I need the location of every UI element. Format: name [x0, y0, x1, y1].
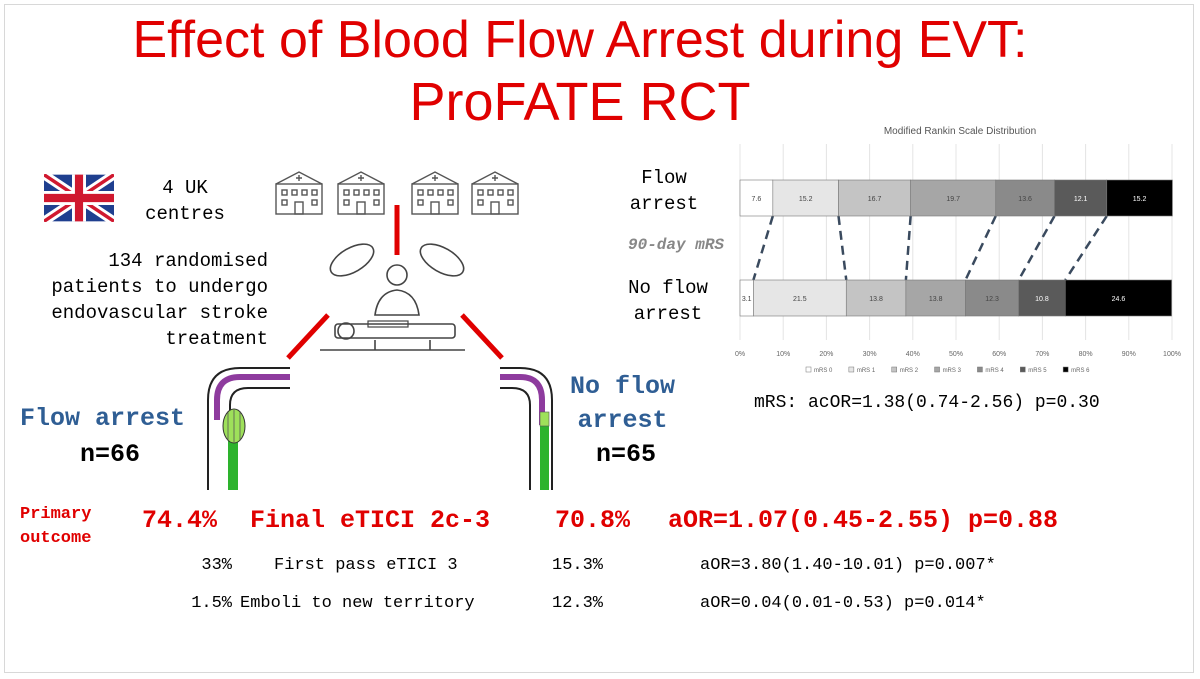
flow-arrest-n: n=66: [80, 440, 141, 469]
secondary-1-name: First pass eTICI 3: [274, 556, 458, 575]
bar-data-label: 3.1: [742, 296, 752, 303]
legend-label: mRS 5: [1028, 368, 1047, 374]
no-flow-arrest-n: n=65: [596, 440, 657, 469]
bar-data-label: 21.5: [793, 296, 807, 303]
bar-data-label: 24.6: [1112, 296, 1126, 303]
bar-data-label: 10.8: [1035, 296, 1049, 303]
secondary-1-right: 15.3%: [552, 556, 604, 575]
secondary-2-right: 12.3%: [552, 594, 604, 613]
secondary-1-left: 33%: [201, 556, 232, 575]
chart-row-label-flow-arrest: Flow arrest: [629, 167, 699, 215]
bar-segment: [1106, 179, 1173, 217]
connector-line: [1064, 215, 1108, 281]
legend-swatch: [848, 366, 855, 373]
legend-swatch: [805, 366, 812, 373]
legend-label: mRS 1: [857, 368, 876, 374]
centres-text: 4 UK centres: [145, 177, 225, 225]
randomised-text: 134 randomised patients to undergo endov…: [51, 250, 268, 350]
secondary-2-stat: aOR=0.04(0.01-0.53) p=0.014*: [700, 594, 986, 613]
bar-data-label: 12.1: [1074, 196, 1088, 203]
bar-data-label: 13.6: [1018, 196, 1032, 203]
x-tick-label: 60%: [992, 351, 1006, 358]
slide-title-line2: ProFATE RCT: [409, 72, 751, 132]
bar-segment: [753, 279, 847, 317]
chart-title: Modified Rankin Scale Distribution: [884, 126, 1036, 137]
primary-outcome-label: Primary outcome: [20, 505, 92, 548]
no-flow-arrest-label: No flow arrest: [570, 372, 676, 435]
flow-arrest-label: Flow arrest: [20, 404, 186, 433]
connector-line: [752, 215, 775, 281]
bar-segment: [1064, 279, 1172, 317]
chart-row-label-no-flow-arrest: No flow arrest: [628, 277, 708, 325]
legend-label: mRS 0: [814, 368, 833, 374]
bar-data-label: 15.2: [1133, 196, 1147, 203]
bar-segment: [905, 279, 966, 317]
legend-swatch: [1062, 366, 1069, 373]
bar-segment: [838, 179, 911, 217]
x-tick-label: 90%: [1122, 351, 1136, 358]
bar-data-label: 7.6: [752, 196, 762, 203]
slide-frame: [4, 4, 1194, 673]
bar-segment: [1054, 179, 1108, 217]
bar-segment: [845, 279, 907, 317]
uk-flag-icon: [44, 174, 114, 222]
connector-line: [904, 215, 912, 281]
x-tick-label: 80%: [1079, 351, 1093, 358]
bar-segment: [995, 179, 1055, 217]
bar-data-label: 13.8: [869, 296, 883, 303]
bar-segment: [910, 179, 997, 217]
secondary-2-left: 1.5%: [191, 594, 232, 613]
bar-segment: [739, 179, 774, 217]
bar-data-label: 19.7: [946, 196, 960, 203]
primary-right-value: 70.8%: [555, 506, 631, 535]
secondary-2-name: Emboli to new territory: [240, 594, 475, 613]
connector-line: [837, 215, 848, 281]
primary-stat: aOR=1.07(0.45-2.55) p=0.88: [668, 506, 1059, 535]
x-tick-label: 70%: [1035, 351, 1049, 358]
mrs-chart-svg: Modified Rankin Scale Distribution 7.6 15…: [735, 126, 1181, 374]
x-tick-label: 30%: [863, 351, 877, 358]
legend-label: mRS 2: [900, 368, 919, 374]
legend-swatch: [1020, 366, 1026, 373]
slide-title-line1: Effect of Blood Flow Arrest during EVT:: [132, 11, 1028, 69]
connector-line: [964, 215, 997, 281]
connector-line: [1017, 215, 1056, 281]
legend-label: mRS 6: [1071, 368, 1090, 374]
mrs-result-text: mRS: acOR=1.38(0.74-2.56) p=0.30: [754, 393, 1100, 413]
secondary-1-stat: aOR=3.80(1.40-10.01) p=0.007*: [700, 556, 996, 575]
legend-label: mRS 3: [943, 368, 962, 374]
legend-label: mRS 4: [985, 368, 1004, 374]
bar-data-label: 13.8: [929, 296, 943, 303]
x-tick-label: 0%: [735, 351, 745, 358]
bar-data-label: 16.7: [868, 196, 882, 203]
x-tick-label: 50%: [949, 351, 963, 358]
hospital-icons: [275, 171, 519, 215]
chart-middle-label: 90-day mRS: [628, 236, 725, 254]
x-tick-label: 10%: [776, 351, 790, 358]
bar-segment: [1018, 279, 1066, 317]
primary-left-value: 74.4%: [142, 506, 218, 535]
primary-outcome-name: Final eTICI 2c-3: [250, 506, 491, 535]
mrs-chart: Modified Rankin Scale Distribution 7.6 15…: [720, 118, 1190, 388]
legend-swatch: [891, 366, 897, 373]
bar-segment: [965, 279, 1019, 317]
legend-swatch: [934, 366, 940, 373]
x-tick-label: 40%: [906, 351, 920, 358]
bar-segment: [772, 179, 839, 217]
x-tick-label: 100%: [1163, 351, 1181, 358]
treatment-illustration: [207, 205, 553, 490]
legend-swatch: [977, 366, 983, 373]
bar-data-label: 12.3: [985, 296, 999, 303]
x-tick-label: 20%: [819, 351, 833, 358]
bar-data-label: 15.2: [799, 196, 813, 203]
